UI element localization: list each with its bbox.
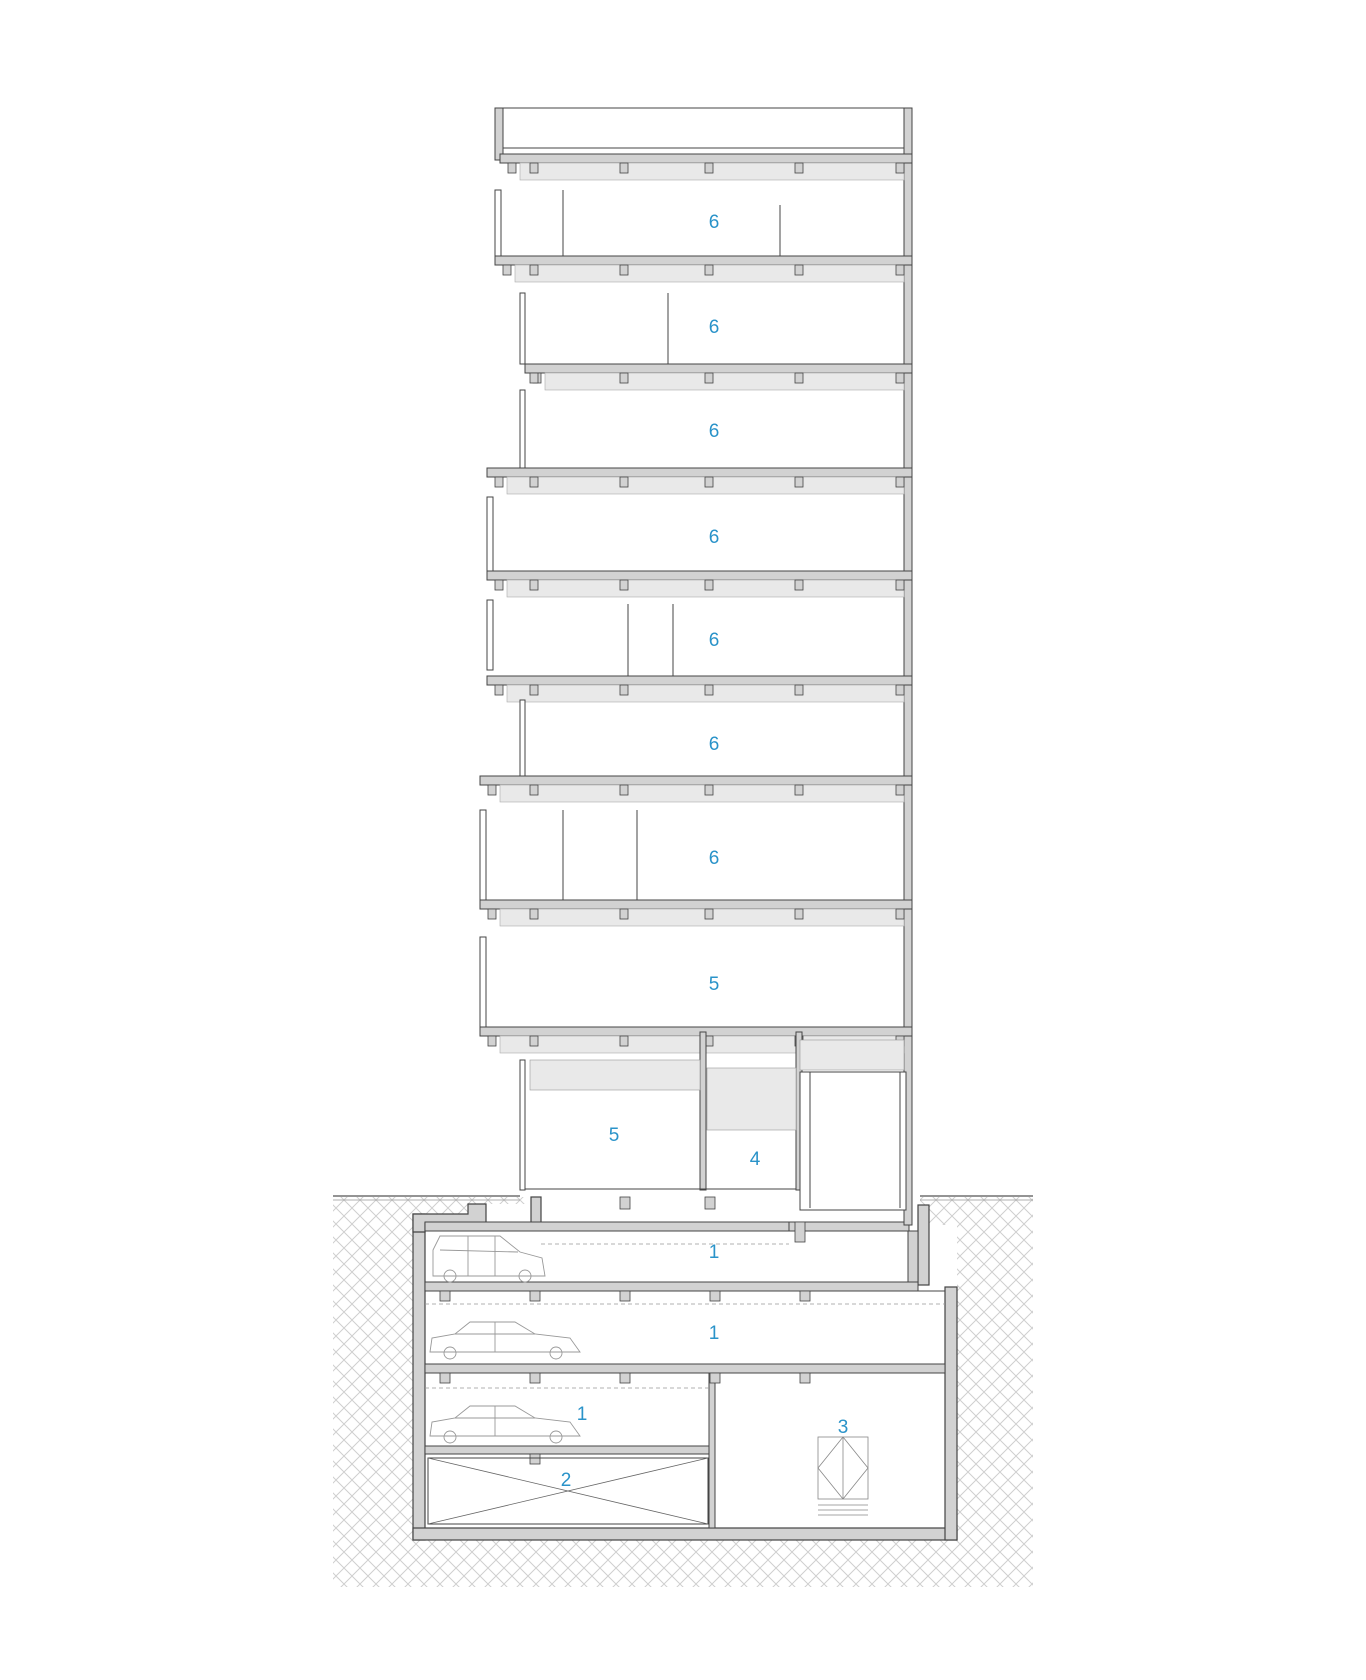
floor-slab (524, 363, 913, 391)
room-label-floor-7: 6 (709, 421, 720, 442)
floor-slab (479, 899, 913, 927)
floor-slab (486, 467, 913, 495)
car-icon (432, 1235, 546, 1283)
floor-slab (486, 570, 913, 598)
room-label-floor-2: 5 (709, 974, 720, 995)
room-label-floor-1-core: 4 (750, 1149, 761, 1170)
room-label-basement-3-parking: 1 (577, 1404, 588, 1425)
tower (479, 107, 913, 1226)
car-icon (429, 1405, 581, 1444)
basement (412, 1196, 958, 1541)
room-label-floor-9: 6 (709, 212, 720, 233)
room-label-basement-4: 2 (561, 1470, 572, 1491)
room-label-floor-1-main: 5 (609, 1125, 620, 1146)
floor-slab (479, 775, 913, 803)
room-label-floor-3: 6 (709, 848, 720, 869)
door-icon (817, 1436, 869, 1516)
car-icon (429, 1321, 581, 1360)
room-labels: 6 6 6 6 6 6 6 5 5 4 1 1 1 3 2 (561, 212, 849, 1491)
room-label-basement-2: 1 (709, 1323, 720, 1344)
room-label-floor-4: 6 (709, 734, 720, 755)
room-label-basement-1: 1 (709, 1242, 720, 1263)
room-label-basement-3-room: 3 (838, 1417, 849, 1438)
floor-slab (499, 153, 913, 181)
floor-slab (486, 675, 913, 703)
room-label-floor-5: 6 (709, 630, 720, 651)
room-label-floor-8: 6 (709, 317, 720, 338)
floor-slab (494, 255, 913, 283)
room-label-floor-6: 6 (709, 527, 720, 548)
